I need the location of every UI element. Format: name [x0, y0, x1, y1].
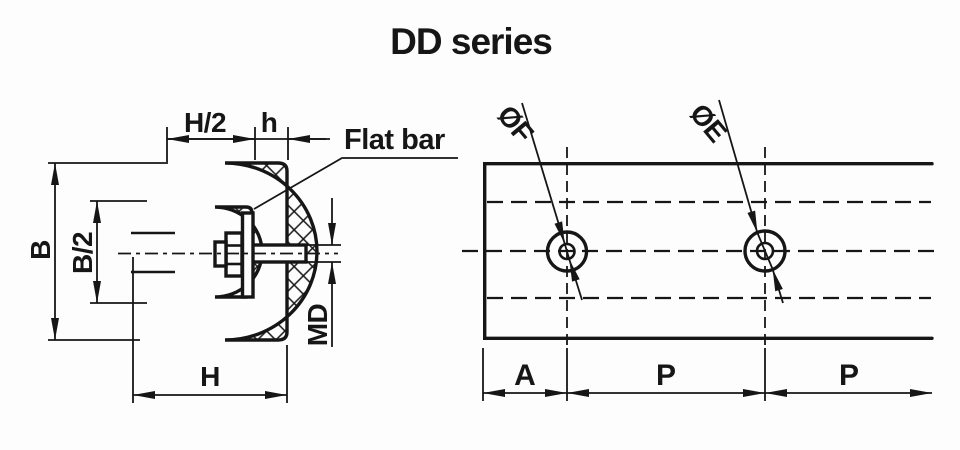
leader-f-mid — [563, 243, 571, 260]
hole-2-outer — [743, 229, 787, 273]
dim-label-b: B — [25, 240, 56, 260]
dim-label-md: MD — [302, 303, 333, 346]
hole-1-outer — [545, 230, 589, 273]
front-view-dimensions: A P P — [482, 348, 932, 401]
leader-f-tail — [568, 259, 583, 301]
flat-bar-plate — [240, 211, 255, 299]
dim-label-p2: P — [839, 359, 859, 392]
rubber-profile — [131, 161, 319, 342]
flat-bar-outline — [483, 162, 934, 340]
dim-label-h: h — [261, 107, 278, 138]
page-title: DD series — [390, 21, 552, 62]
dim-label-dia-f: ØF — [491, 99, 539, 148]
hole-1-inner — [558, 242, 576, 261]
cross-section-view: H/2 h Flat bar B B/2 H MD — [25, 107, 458, 403]
dim-label-h2: H/2 — [184, 107, 226, 138]
wall-slot — [133, 234, 173, 271]
dim-label-htotal: H — [200, 361, 220, 392]
flat-bar-leader — [253, 157, 458, 210]
flat-bar-label: Flat bar — [344, 124, 445, 156]
dim-label-p1: P — [656, 359, 676, 392]
dim-label-dia-e: ØE — [684, 98, 733, 148]
dim-label-b2: B/2 — [67, 232, 98, 274]
cross-section-dimensions: H/2 h Flat bar B B/2 H MD — [25, 107, 458, 403]
leader-e-mid — [756, 232, 774, 270]
leader-f-top — [521, 102, 566, 244]
leader-e-tail — [771, 268, 784, 304]
leader-e-top — [718, 99, 759, 234]
hole-2-inner — [755, 241, 775, 261]
outer-profile-outline — [224, 161, 319, 342]
dim-label-a: A — [514, 359, 536, 392]
front-view: ØF ØE A P P — [462, 98, 941, 401]
hex-nut — [224, 231, 244, 278]
